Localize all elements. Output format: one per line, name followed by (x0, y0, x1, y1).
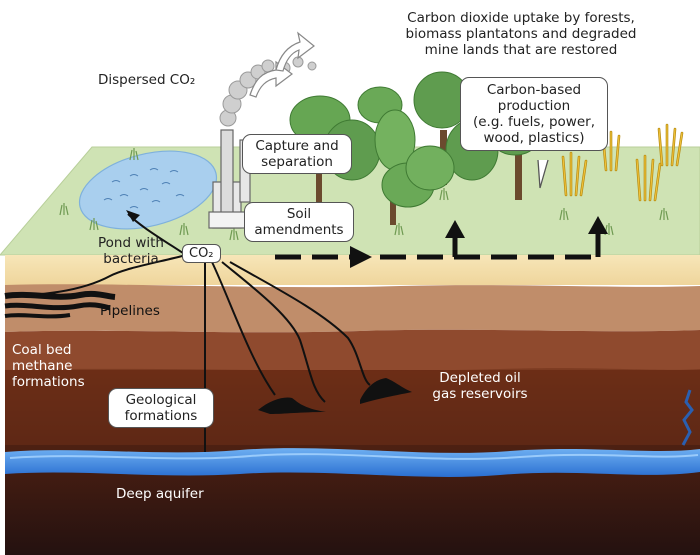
uptake-caption: Carbon dioxide uptake by forests, biomas… (386, 10, 656, 58)
pond-arrow-head (126, 210, 140, 222)
geological-formations-callout: Geological formations (108, 388, 214, 428)
tan-layer (5, 284, 700, 333)
coal-line2: methane (12, 358, 73, 374)
capture-separation-callout: Capture and separation (242, 134, 352, 174)
coal-line1: Coal bed (12, 342, 72, 358)
soil-line1: Soil (286, 206, 312, 222)
pond-line1: Pond with (98, 235, 164, 251)
pipelines-label: Pipelines (100, 303, 160, 319)
capture-line2: separation (261, 154, 333, 170)
depleted-line2: gas reservoirs (432, 386, 528, 402)
pipeline-network (9, 213, 371, 452)
pond-label: Pond with bacteria (76, 235, 186, 267)
uptake-caption-line2: biomass plantatons and degraded (405, 26, 637, 42)
rock-edge-crack (681, 389, 694, 446)
flow-arrowhead-right (350, 246, 372, 268)
pond-line2: bacteria (103, 251, 159, 267)
coal-seam-3 (4, 313, 71, 319)
pond-ripples (103, 168, 185, 209)
carbon-line2: production (497, 98, 571, 114)
capture-line1: Capture and (255, 138, 339, 154)
uptake-caption-line1: Carbon dioxide uptake by forests, (407, 10, 635, 26)
soil-amendments-callout: Soil amendments (244, 202, 354, 242)
dispersed-co2-label: Dispersed CO₂ (98, 72, 196, 88)
deep-aquifer-label: Deep aquifer (116, 486, 204, 502)
soil-line2: amendments (254, 222, 344, 238)
geo-line2: formations (124, 408, 198, 424)
carbon-line3: (e.g. fuels, power, (472, 114, 595, 130)
uptake-caption-line3: mine lands that are restored (424, 42, 618, 58)
brown-layer (5, 329, 700, 372)
up-arrowhead-1 (445, 220, 465, 238)
reservoir-1 (258, 397, 326, 414)
reservoir-2 (360, 378, 412, 404)
carbon-callout-tail (537, 159, 549, 189)
deep-aquifer-water (5, 448, 700, 478)
co2-node-label: CO₂ (182, 244, 221, 263)
coal-line3: formations (12, 374, 85, 390)
coal-seam-2 (4, 302, 111, 311)
depleted-reservoirs-label: Depleted oil gas reservoirs (420, 370, 540, 402)
up-arrowhead-2 (588, 216, 608, 234)
smoke-puffs (219, 56, 317, 127)
dispersed-arrow-2 (275, 31, 315, 72)
carbon-line1: Carbon-based (486, 82, 582, 98)
geo-line1: Geological (125, 392, 197, 408)
carbon-production-callout: Carbon-based production (e.g. fuels, pow… (460, 77, 608, 151)
coal-bed-label: Coal bed methane formations (12, 342, 85, 390)
depleted-line1: Depleted oil (439, 370, 521, 386)
carbon-line4: wood, plastics) (483, 130, 585, 146)
aquifer-highlight (9, 453, 699, 460)
grass-tufts (59, 148, 669, 241)
upward-flow-arrows (452, 232, 601, 257)
